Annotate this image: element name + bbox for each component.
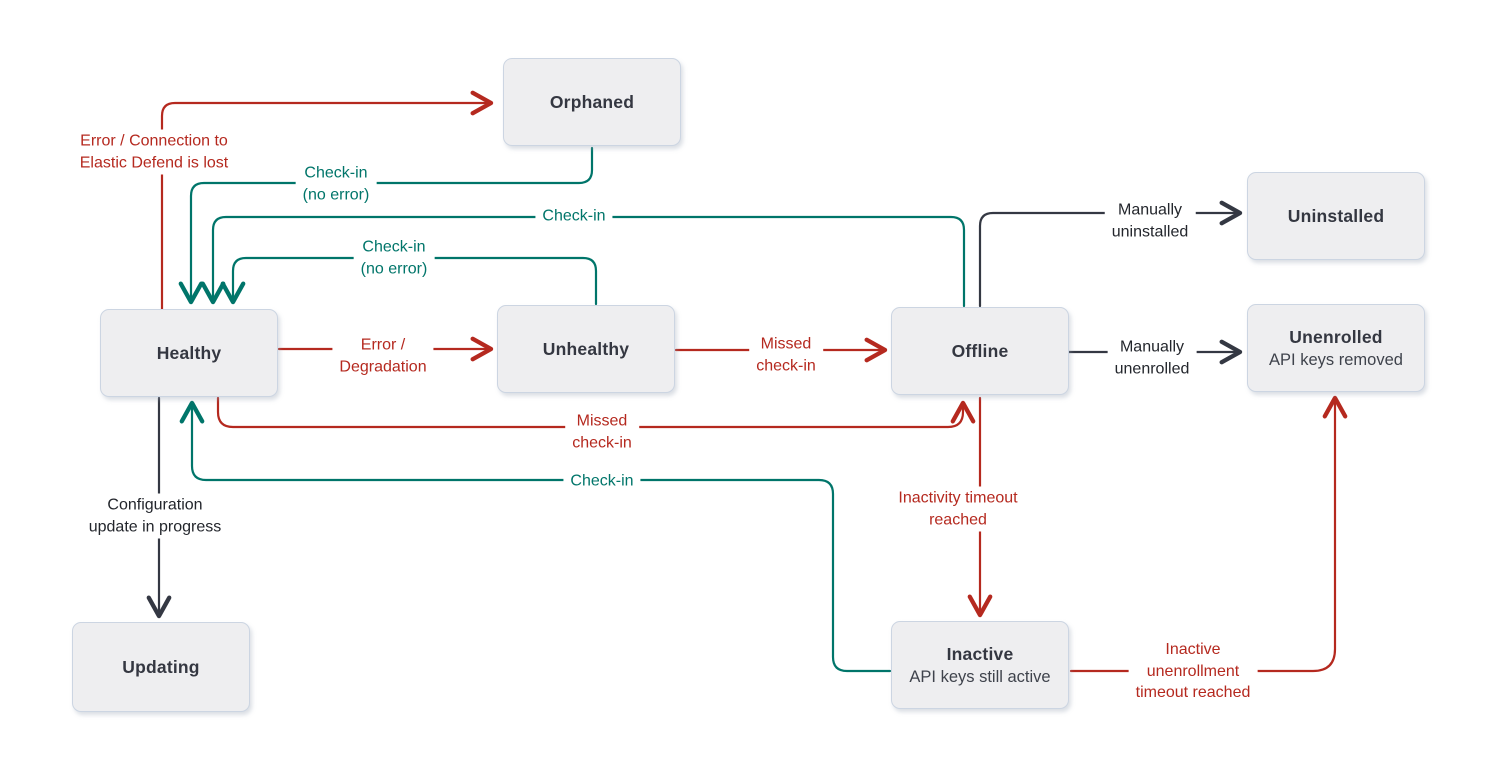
edge-inactive-to-unenrolled — [1069, 395, 1348, 673]
node-inactive: Inactive API keys still active — [891, 621, 1069, 709]
node-inactive-subtitle: API keys still active — [909, 667, 1051, 686]
edge-inactive-to-healthy — [179, 400, 892, 673]
node-orphaned: Orphaned — [503, 58, 681, 146]
node-unhealthy: Unhealthy — [497, 305, 675, 393]
node-unenrolled-title: Unenrolled — [1289, 326, 1383, 347]
node-offline: Offline — [891, 307, 1069, 395]
label-configuration-update: Configuration update in progress — [81, 493, 229, 539]
label-manually-unenrolled: Manually unenrolled — [1107, 335, 1197, 381]
node-offline-title: Offline — [951, 340, 1009, 361]
label-manually-uninstalled: Manually uninstalled — [1104, 198, 1196, 244]
node-updating: Updating — [72, 622, 250, 712]
edge-healthy-to-orphaned — [160, 90, 494, 311]
node-unenrolled: Unenrolled API keys removed — [1247, 304, 1425, 392]
label-inactive-unenrollment-timeout: Inactive unenrollment timeout reached — [1128, 637, 1258, 705]
node-healthy: Healthy — [100, 309, 278, 397]
node-uninstalled-title: Uninstalled — [1287, 205, 1385, 226]
label-checkin-no-error-orphaned: Check-in (no error) — [295, 161, 377, 207]
node-uninstalled: Uninstalled — [1247, 172, 1425, 260]
label-checkin-from-offline: Check-in — [535, 204, 613, 228]
node-orphaned-title: Orphaned — [549, 91, 635, 112]
node-unhealthy-title: Unhealthy — [542, 338, 630, 359]
edge-offline-to-healthy — [200, 215, 966, 308]
label-error-degradation: Error / Degradation — [332, 333, 434, 379]
edge-offline-to-uninstalled — [978, 200, 1243, 308]
label-missed-checkin-unhealthy: Missed check-in — [749, 332, 823, 378]
label-missed-checkin-healthy: Missed check-in — [565, 409, 639, 455]
label-checkin-no-error-unhealthy: Check-in (no error) — [353, 235, 435, 281]
edge-orphaned-to-healthy — [178, 146, 594, 305]
node-inactive-title: Inactive — [946, 643, 1014, 664]
node-unenrolled-subtitle: API keys removed — [1269, 350, 1403, 369]
label-error-connection-lost: Error / Connection to Elastic Defend is … — [72, 129, 236, 175]
node-healthy-title: Healthy — [156, 342, 222, 363]
label-inactivity-timeout: Inactivity timeout reached — [891, 486, 1025, 532]
label-checkin-from-inactive: Check-in — [563, 469, 641, 493]
node-updating-title: Updating — [122, 656, 200, 677]
